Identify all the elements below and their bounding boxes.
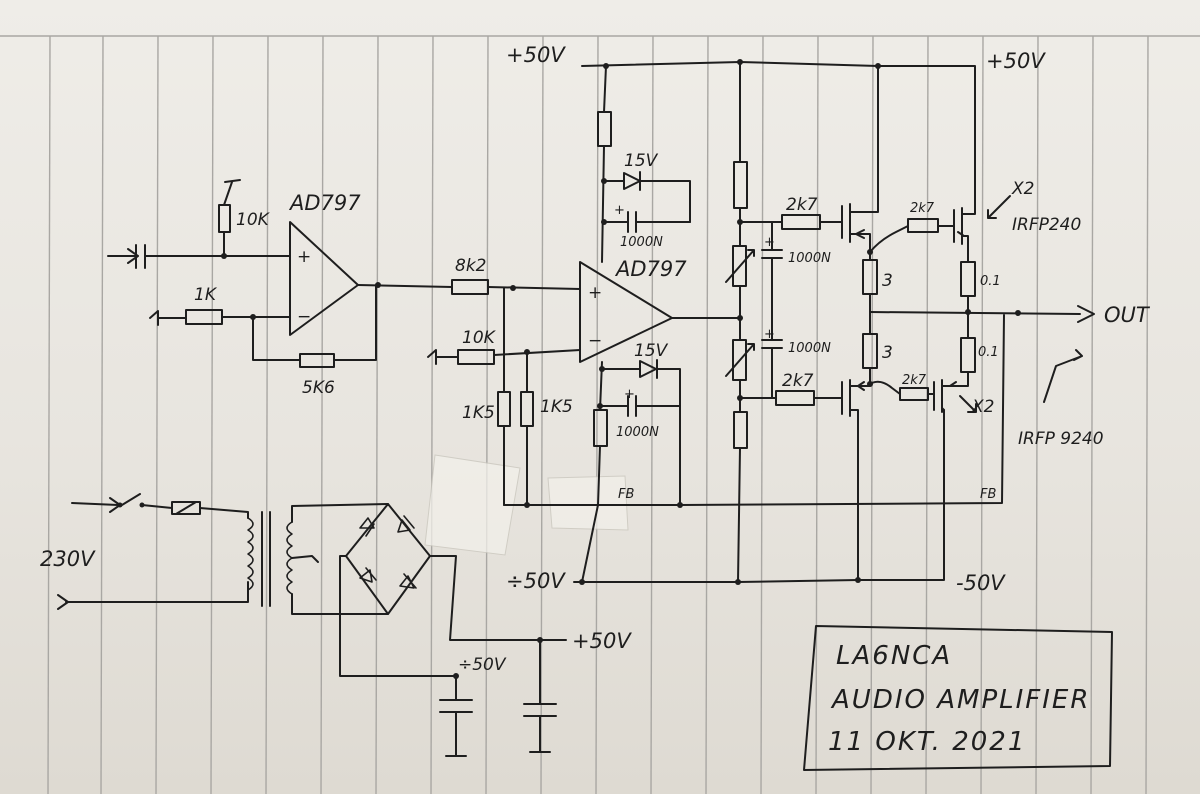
p-channel-output: 3 0.1 2k7 2k7 X2 IRFP 9240 (739, 311, 1104, 581)
svg-text:+: + (588, 283, 602, 303)
tape-patch (424, 454, 521, 556)
r-3-a-label: 3 (882, 271, 893, 291)
p-fet-qty-label: X2 (971, 397, 994, 417)
fb-left-label: FB (618, 487, 634, 502)
fb-right-label: FB (980, 487, 996, 502)
r-10k-input-label: 10K (236, 210, 271, 230)
r-1k5-b-label: 1K5 (540, 397, 573, 417)
svg-text:−: − (588, 331, 602, 351)
r-10k-fb-label: 10K (462, 328, 497, 348)
mains-label: 230V (40, 547, 96, 571)
r-3-b-label: 3 (882, 343, 893, 363)
title-line-3: 11 OKT. 2021 (828, 727, 1026, 757)
svg-text:+: + (764, 327, 775, 342)
psu-neg-label: ÷50V (458, 655, 507, 675)
svg-text:+: + (297, 247, 311, 267)
r-2k7-d-label: 2k7 (902, 373, 927, 388)
n-fet-qty-label: X2 (1011, 179, 1034, 199)
n-channel-output: 2k7 2k7 X2 IRFP240 3 0.1 (739, 65, 1081, 313)
n-fet-part-label: IRFP240 (1012, 215, 1081, 235)
r-1k5-a-label: 1K5 (462, 403, 495, 423)
opamp-u2-label: AD797 (614, 257, 687, 281)
r-2k7-b-label: 2k7 (782, 371, 814, 391)
rail-neg-left-label: ÷50V (506, 569, 566, 593)
svg-text:−: − (297, 307, 311, 327)
svg-text:+: + (764, 235, 775, 250)
tape-patch (547, 475, 629, 531)
title-block: LA6NCA AUDIO AMPLIFIER 11 OKT. 2021 (803, 625, 1113, 771)
r-8k2-label: 8k2 (455, 256, 486, 276)
title-line-1: LA6NCA (836, 641, 952, 671)
opamp-u1-label: AD797 (288, 191, 361, 215)
zener-top-label: 15V (624, 151, 659, 171)
rail-pos-top-label: +50V (506, 43, 566, 67)
page-ruling (0, 35, 1200, 794)
cap-bottom-label: 1000N (616, 425, 659, 440)
psu-pos-label: +50V (572, 629, 632, 653)
r-2k7-c-label: 2k7 (910, 201, 935, 216)
svg-text:+: + (614, 203, 625, 218)
r-01-b-label: 0.1 (978, 345, 999, 360)
driver-stage: 8k2 10K 1K5 1K5 AD797 + − 15V (427, 63, 1005, 508)
bias-network: + 1000N + 1000N (725, 61, 831, 583)
zener-bottom-label: 15V (634, 341, 669, 361)
r-5k6-label: 5K6 (302, 378, 335, 398)
output-label: OUT (1104, 303, 1151, 327)
p-fet-part-label: IRFP 9240 (1018, 429, 1104, 449)
rail-pos-right-label: +50V (986, 49, 1046, 73)
rail-neg-right-label: -50V (956, 571, 1006, 595)
power-supply: 230V +50V ÷50V (40, 493, 632, 757)
cap-bias-bottom-label: 1000N (788, 341, 831, 356)
input-stage: 10K AD797 + − 1K 5K6 (107, 179, 453, 398)
svg-text:+: + (624, 387, 635, 402)
cap-bias-top-label: 1000N (788, 251, 831, 266)
r-2k7-a-label: 2k7 (786, 195, 818, 215)
r-01-a-label: 0.1 (980, 274, 1001, 289)
output-node: OUT (869, 303, 1151, 327)
r-1k-label: 1K (194, 285, 218, 305)
title-line-2: AUDIO AMPLIFIER (830, 685, 1090, 715)
cap-top-label: 1000N (620, 235, 663, 250)
